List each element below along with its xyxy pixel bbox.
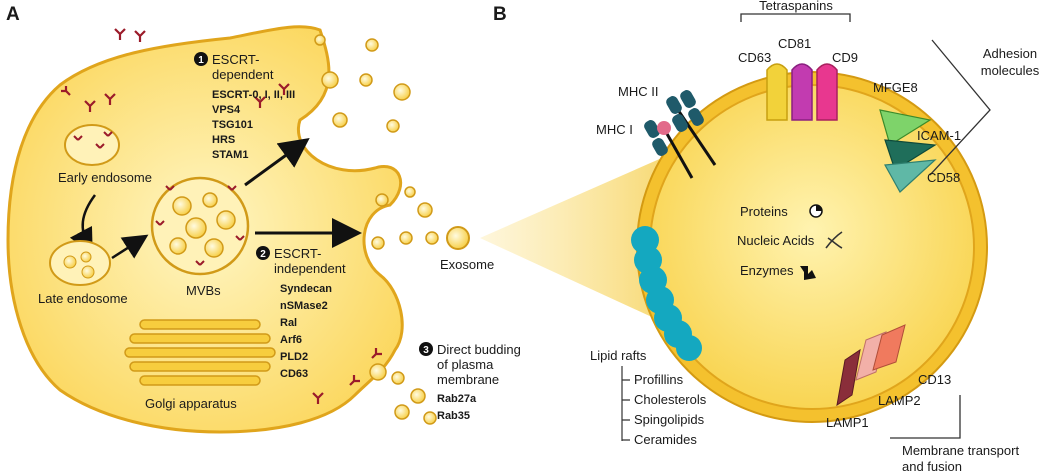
- exosome-contents: Proteins Nucleic Acids Enzymes: [737, 204, 843, 280]
- pathway-1-title-line1: ESCRT-: [212, 52, 259, 67]
- mhc2-label: MHC II: [618, 84, 658, 99]
- late-endosome: [49, 240, 111, 286]
- enzymes-label: Enzymes: [740, 263, 794, 278]
- adhesion-label-line1: Adhesion: [983, 46, 1037, 61]
- panel-a-label: A: [6, 4, 20, 25]
- cd81-label: CD81: [778, 36, 811, 51]
- pathway-1-item: HRS: [212, 134, 235, 146]
- cd63-protein: [766, 63, 788, 121]
- cd13-label: CD13: [918, 372, 951, 387]
- cd9-protein: [816, 63, 838, 121]
- pathway-3-item: Rab35: [437, 410, 470, 422]
- pathway-1-number: 1: [198, 55, 204, 66]
- mhc1-label: MHC I: [596, 122, 633, 137]
- released-vesicles-path3: [369, 363, 437, 425]
- zoom-cone: [480, 150, 680, 330]
- early-endosome-receptors: [73, 131, 113, 149]
- lipid-item: Spingolipids: [634, 412, 705, 427]
- lipid-item: Ceramides: [634, 432, 697, 447]
- cd9-label: CD9: [832, 50, 858, 65]
- pathway-1-title-line2: dependent: [212, 67, 274, 82]
- lipid-raft: [631, 226, 702, 361]
- mfge8-label: MFGE8: [873, 80, 918, 95]
- pathway-2-title-line1: ESCRT-: [274, 246, 321, 261]
- panel-b-label: B: [493, 4, 507, 25]
- pathway-1-item: STAM1: [212, 149, 248, 161]
- cd58-label: CD58: [927, 170, 960, 185]
- pathway-2-title-line2: independent: [274, 261, 346, 276]
- exosome-vesicle: [446, 226, 470, 250]
- pathway-1-item: VPS4: [212, 104, 241, 116]
- pathway-3-item: Rab27a: [437, 393, 477, 405]
- lamp2-protein: [855, 331, 887, 381]
- arrow-late-to-mvb: [111, 234, 149, 260]
- late-endosome-label: Late endosome: [38, 291, 128, 306]
- pathway-2-item: Ral: [280, 317, 297, 329]
- released-vesicles-path2: [371, 186, 439, 250]
- cd63-label: CD63: [738, 50, 771, 65]
- tetraspanins-label: Tetraspanins: [759, 0, 833, 13]
- golgi-apparatus: [124, 319, 276, 386]
- lipid-rafts-label: Lipid rafts: [590, 348, 647, 363]
- cd81-protein: [791, 63, 813, 121]
- nucleic-acids-label: Nucleic Acids: [737, 233, 815, 248]
- lipid-item: Profillins: [634, 372, 684, 387]
- pathway-2-item: PLD2: [280, 351, 308, 363]
- pathway-2-item: Arf6: [280, 334, 302, 346]
- lamp2-label: LAMP2: [878, 393, 921, 408]
- lipid-item: Cholesterols: [634, 392, 707, 407]
- enzyme-icon: [800, 266, 816, 280]
- cd58-protein: [884, 159, 937, 193]
- pathway-2-item: CD63: [280, 368, 308, 380]
- transport-label-line1: Membrane transport: [902, 443, 1019, 458]
- pathway-2: 2 ESCRT- independent Syndecan nSMase2 Ra…: [256, 246, 346, 380]
- lamp1-protein: [836, 348, 861, 407]
- surface-receptors: [61, 28, 382, 404]
- pathway-3: 3 Direct budding of plasma membrane Rab2…: [419, 342, 521, 422]
- membrane-transport-proteins: CD13 LAMP2 LAMP1 Membrane transport and …: [826, 324, 1019, 474]
- pathway-2-item: nSMase2: [280, 300, 328, 312]
- cd13-protein: [872, 324, 906, 371]
- early-endosome-label: Early endosome: [58, 170, 152, 185]
- pathway-2-number: 2: [260, 249, 266, 260]
- pathway-1-item: TSG101: [212, 119, 253, 131]
- dna-icon: [825, 231, 843, 249]
- arrow-path1: [244, 137, 310, 187]
- pathway-2-item: Syndecan: [280, 283, 332, 295]
- released-vesicles-path1: [314, 34, 411, 133]
- exosome-label: Exosome: [440, 257, 494, 272]
- pathway-3-title-line2: of plasma: [437, 357, 494, 372]
- adhesion-molecules: Adhesion molecules MFGE8 ICAM-1 CD58: [873, 39, 1040, 193]
- pathway-1: 1 ESCRT- dependent ESCRT-0, I, II, III V…: [194, 52, 295, 161]
- lipid-list: Profillins Cholesterols Spingolipids Cer…: [621, 366, 707, 447]
- mvbs-label: MVBs: [186, 283, 221, 298]
- lamp1-label: LAMP1: [826, 415, 869, 430]
- adhesion-label-line2: molecules: [981, 63, 1040, 78]
- tetraspanins: Tetraspanins CD63 CD81 CD9: [738, 0, 858, 121]
- early-endosome: [64, 124, 120, 166]
- mvb-receptors: [155, 185, 245, 266]
- pathway-3-number: 3: [423, 345, 429, 356]
- transport-label-line2: and fusion: [902, 459, 962, 474]
- icam1-protein: [884, 139, 937, 171]
- pathway-1-item: ESCRT-0, I, II, III: [212, 89, 295, 101]
- mfge8-protein: [879, 109, 932, 146]
- mhc-molecules: MHC II MHC I: [596, 84, 717, 179]
- mvb-intraluminal-vesicles: [169, 192, 236, 258]
- pathway-3-title-line1: Direct budding: [437, 342, 521, 357]
- golgi-label: Golgi apparatus: [145, 396, 237, 411]
- proteins-label: Proteins: [740, 204, 788, 219]
- pathway-3-title-line3: membrane: [437, 372, 499, 387]
- icam1-label: ICAM-1: [917, 128, 961, 143]
